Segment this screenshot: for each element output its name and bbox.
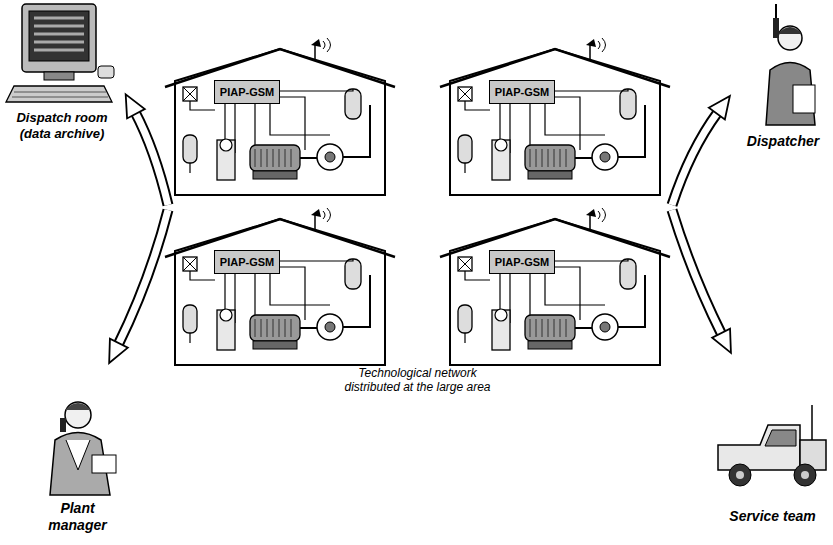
role-label: Plant manager — [30, 500, 125, 534]
station-label: Dispatch room (data archive) — [4, 110, 120, 141]
network-caption: Technological network distributed at the… — [330, 366, 505, 395]
controller-box: PIAP-GSM — [214, 250, 280, 274]
controller-name: PIAP-GSM — [220, 256, 274, 268]
controller-name: PIAP-GSM — [220, 86, 274, 98]
controller-name: PIAP-GSM — [495, 86, 549, 98]
role-label: Service team — [720, 508, 825, 525]
controller-box: PIAP-GSM — [214, 80, 280, 104]
controller-box: PIAP-GSM — [489, 80, 555, 104]
controller-box: PIAP-GSM — [489, 250, 555, 274]
role-label: Dispatcher — [738, 133, 828, 150]
controller-name: PIAP-GSM — [495, 256, 549, 268]
